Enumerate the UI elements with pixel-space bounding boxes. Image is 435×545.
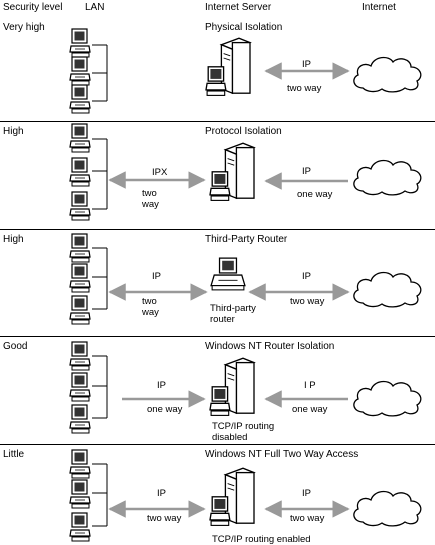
left-protocol-label: IP (157, 380, 166, 391)
panel-physical-isolation: Very high Physical Isolation IP two way (0, 0, 435, 121)
right-direction-label: one way (292, 404, 328, 415)
left-direction-label: two way (142, 296, 159, 318)
left-protocol-label: IP (152, 271, 161, 282)
left-protocol-label: IPX (152, 167, 168, 178)
lan-pc-icon (69, 263, 91, 293)
separator-line (0, 336, 435, 337)
lan-tree-lines (92, 355, 108, 419)
separator-line (0, 229, 435, 230)
lan-pc-icon (69, 341, 91, 371)
panel-title: Windows NT Router Isolation (205, 341, 335, 352)
header-security-level: Security level (3, 2, 63, 13)
left-direction-label: one way (147, 404, 183, 415)
panel-nt-router-isolation: Good Windows NT Router Isolation IP one … (0, 336, 435, 444)
right-protocol-label: IP (302, 271, 311, 282)
panel-diagram (69, 341, 422, 434)
lan-pc-icon (69, 372, 91, 402)
lan-tree-lines (92, 247, 108, 310)
panel-diagram (69, 28, 422, 114)
right-direction-label: two way (287, 83, 322, 94)
lan-pc-icon (69, 28, 91, 58)
lan-pc-icon (69, 479, 91, 509)
separator-line (0, 121, 435, 122)
left-direction-label: two way (142, 188, 159, 210)
internet-server-icon (209, 142, 255, 202)
internet-cloud-icon (353, 159, 422, 196)
lan-pc-icon (69, 56, 91, 86)
lan-pc-icon (69, 123, 91, 153)
server-caption: TCP/IP routing enabled (212, 534, 311, 545)
lan-pc-icon (69, 295, 91, 325)
lan-pc-icon (69, 512, 91, 542)
panel-third-party-router: High Third-Party Router IP two way Third… (0, 229, 435, 336)
third-party-router-icon (210, 257, 246, 291)
lan-pc-icon (69, 84, 91, 114)
server-caption: TCP/IP routing disabled (212, 421, 275, 443)
internet-cloud-icon (353, 56, 422, 93)
right-protocol-label: IP (302, 59, 311, 70)
header-internet-server: Internet Server (205, 2, 272, 13)
panel-diagram (69, 123, 422, 221)
right-direction-label: two way (290, 513, 325, 524)
panel-title: Third-Party Router (205, 234, 288, 245)
panel-title: Protocol Isolation (205, 126, 282, 137)
panel-nt-full-two-way: Little Windows NT Full Two Way Access IP… (0, 444, 435, 545)
security-level-label: High (3, 234, 24, 245)
panel-diagram (69, 233, 422, 325)
right-direction-label: one way (297, 189, 333, 200)
left-direction-label: two way (147, 513, 182, 524)
right-direction-label: two way (290, 296, 325, 307)
internet-cloud-icon (353, 380, 422, 417)
right-protocol-label: I P (304, 380, 316, 391)
panel-diagram (69, 449, 422, 542)
security-level-label: Little (3, 449, 25, 460)
lan-tree-lines (92, 138, 108, 210)
separator-line (0, 444, 435, 445)
right-protocol-label: IP (302, 166, 311, 177)
header-lan: LAN (85, 2, 105, 13)
security-level-label: High (3, 126, 24, 137)
internet-server-icon (209, 357, 255, 417)
internet-cloud-icon (353, 490, 422, 527)
header-internet: Internet (362, 2, 396, 13)
security-level-label: Good (3, 341, 28, 352)
lan-pc-icon (69, 233, 91, 263)
internet-server-icon (209, 467, 255, 527)
lan-pc-icon (69, 157, 91, 187)
internet-cloud-icon (353, 271, 422, 308)
internet-server-icon (205, 37, 251, 97)
panel-title: Windows NT Full Two Way Access (205, 449, 359, 460)
security-level-label: Very high (3, 22, 45, 33)
right-protocol-label: IP (302, 488, 311, 499)
lan-tree-lines (92, 463, 108, 527)
router-caption: Third-party router (210, 303, 256, 325)
panel-title: Physical Isolation (205, 22, 283, 33)
lan-tree-lines (92, 44, 108, 102)
lan-pc-icon (69, 191, 91, 221)
left-protocol-label: IP (157, 488, 166, 499)
lan-pc-icon (69, 449, 91, 479)
lan-pc-icon (69, 404, 91, 434)
panel-protocol-isolation: High Protocol Isolation IPX two way IP o… (0, 121, 435, 229)
